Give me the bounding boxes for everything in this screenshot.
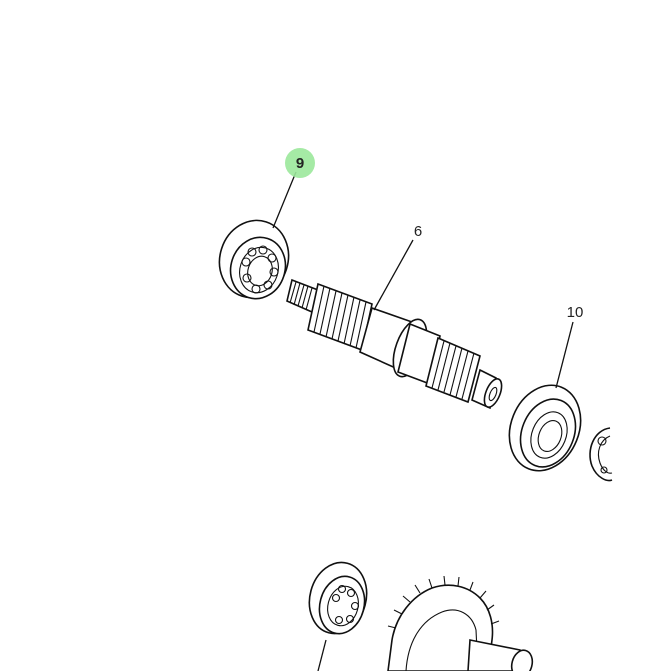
callout-9[interactable]: 9 bbox=[285, 148, 315, 178]
callout-label-10: 10 bbox=[567, 304, 584, 321]
lower-bearing-part[interactable] bbox=[302, 556, 375, 671]
callout-label-6: 6 bbox=[414, 223, 422, 240]
callout-6[interactable]: 6 bbox=[414, 223, 422, 240]
gear-part[interactable] bbox=[387, 575, 535, 671]
leader-line-9 bbox=[272, 171, 297, 229]
seal-part-10[interactable] bbox=[497, 374, 593, 481]
callout-label-9: 9 bbox=[296, 155, 304, 172]
callout-10[interactable]: 10 bbox=[567, 304, 584, 321]
leader-line-6 bbox=[373, 239, 414, 311]
leader-line-10 bbox=[555, 321, 574, 389]
bearing-part-9[interactable] bbox=[210, 211, 299, 306]
circlip-part[interactable] bbox=[589, 427, 613, 482]
callout-highlight bbox=[285, 148, 315, 178]
shaft-part-6[interactable] bbox=[286, 278, 505, 410]
